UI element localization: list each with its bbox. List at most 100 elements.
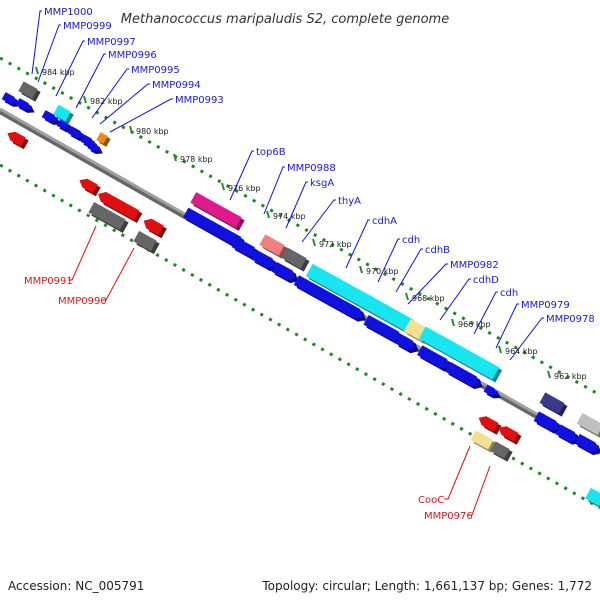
kbp-tick-label: 980 kbp <box>136 127 169 136</box>
forward-label-text: MMP0995 <box>131 65 180 76</box>
forward-gene-arrow-face <box>574 433 599 453</box>
kbp-tick-mark <box>83 95 87 104</box>
forward-gene-label: MMP0996 <box>75 50 157 109</box>
gene-features <box>1 81 600 508</box>
kbp-tick-mark <box>451 318 455 327</box>
forward-gene-arrow-face <box>183 207 244 247</box>
forward-gene-arrow-face <box>293 275 363 319</box>
kbp-tick: 962 kbp <box>547 370 587 381</box>
forward-label-leader <box>109 98 173 133</box>
forward-label-text: MMP0982 <box>450 260 499 271</box>
kbp-tick-mark <box>405 292 409 301</box>
forward-label-text: MMP0996 <box>108 50 157 61</box>
kbp-tick-label: 970 kbp <box>366 267 399 276</box>
forward-label-leader <box>37 24 61 83</box>
forward-gene-arrow <box>395 333 419 354</box>
hypothetical-gene-box <box>490 441 513 462</box>
reverse-gene-arrow-face <box>478 416 499 432</box>
kbp-tick: 972 kbp <box>312 238 352 249</box>
reverse-label-leader <box>444 445 471 500</box>
reverse-gene-label: CooC <box>418 445 471 506</box>
hypothetical-gene-box <box>88 202 129 233</box>
forward-label-text: top6B <box>256 147 286 158</box>
reverse-label-leader <box>102 247 135 301</box>
forward-label-text: MMP0978 <box>546 314 595 325</box>
kbp-tick: 964 kbp <box>498 345 538 356</box>
kbp-tick-label: 968 kbp <box>412 294 445 303</box>
forward-label-text: MMP0993 <box>175 95 224 106</box>
forward-gene-arrow-face <box>395 333 416 351</box>
forward-gene-label: MMP0982 <box>407 260 499 305</box>
forward-gene-arrow-face <box>483 384 498 396</box>
kbp-tick-label: 966 kbp <box>458 320 491 329</box>
forward-gene-arrow <box>271 261 299 284</box>
kbp-tick-mark <box>35 66 39 75</box>
forward-label-leader <box>263 166 285 215</box>
cyan-gene-box-face <box>418 326 500 380</box>
forward-gene-arrow <box>417 345 453 372</box>
forward-gene-label: MMP0978 <box>509 314 595 361</box>
forward-gene-arrow <box>183 207 247 250</box>
cyan-gene-box <box>53 104 74 125</box>
forward-label-leader <box>439 278 471 321</box>
kbp-tick-mark <box>547 370 551 379</box>
forward-label-leader <box>75 53 106 109</box>
hypothetical-gene-box-face <box>133 230 157 252</box>
forward-gene-label: MMP1000 <box>31 7 93 75</box>
forward-label-leader <box>55 40 85 97</box>
reverse-label-text: MMP0976 <box>424 511 473 522</box>
navy-gene-box-face <box>539 392 565 414</box>
forward-label-text: ksgA <box>310 178 334 189</box>
forward-gene-arrow-face <box>1 92 18 104</box>
forward-label-text: cdhD <box>473 275 499 286</box>
forward-gene-arrow-face <box>445 361 480 387</box>
cyan-gene-box <box>585 487 600 508</box>
kbp-tick-label: 972 kbp <box>319 240 352 249</box>
forward-gene-arrow <box>293 275 366 322</box>
kbp-tick-mark <box>359 265 363 274</box>
forward-label-text: thyA <box>338 196 361 207</box>
cyan-gene-box <box>305 263 418 336</box>
cyan-gene-box <box>418 326 503 383</box>
forward-gene-arrow <box>574 433 600 456</box>
forward-label-text: MMP1000 <box>44 7 93 18</box>
orange-gene-box-face <box>96 132 108 144</box>
kbp-tick-label: 974 kbp <box>273 212 306 221</box>
reverse-gene-arrow <box>478 416 502 435</box>
forward-gene-label: MMP0997 <box>55 37 136 97</box>
kbp-tick: 980 kbp <box>129 125 169 136</box>
kbp-tick-mark <box>173 153 177 162</box>
forward-gene-arrow-face <box>363 314 402 342</box>
kbp-tick-label: 978 kbp <box>180 155 213 164</box>
reverse-gene-label: MMP0990 <box>58 247 135 307</box>
magenta-gene-box-face <box>190 192 242 228</box>
kbp-tick-mark <box>498 345 502 354</box>
kbp-tick: 976 kbp <box>221 182 261 193</box>
forward-gene-arrow-face <box>231 237 257 257</box>
forward-gene-arrow <box>41 110 61 125</box>
forward-gene-arrow <box>231 237 260 260</box>
light-gray-gene-box-face <box>576 412 600 436</box>
orange-gene-box <box>96 132 111 147</box>
kbp-tick: 984 kbp <box>35 66 75 77</box>
forward-gene-arrow-face <box>533 411 559 431</box>
reverse-gene-label: MMP0991 <box>24 225 97 287</box>
kbp-tick-mark <box>266 210 270 219</box>
forward-gene-arrow-face <box>41 110 58 122</box>
forward-gene-arrow <box>87 141 103 154</box>
cyan-gene-box-face <box>53 104 71 122</box>
forward-label-leader <box>301 199 336 243</box>
map-title: Methanococcus maripaludis S2, complete g… <box>121 12 449 27</box>
forward-label-text: cdhA <box>372 216 397 227</box>
forward-gene-arrow <box>533 411 562 434</box>
forward-label-text: cdh <box>402 235 420 246</box>
forward-gene-label: MMP0988 <box>263 163 336 215</box>
reverse-gene-label: MMP0976 <box>424 465 491 522</box>
forward-label-leader <box>473 291 498 335</box>
gene-labels: MMP1000MMP0999MMP0997MMP0996MMP0995MMP09… <box>24 7 595 522</box>
forward-gene-label: ksgA <box>285 178 334 229</box>
forward-label-text: cdh <box>500 288 518 299</box>
genome-summary-text: Topology: circular; Length: 1,661,137 bp… <box>262 579 592 593</box>
forward-label-leader <box>395 248 423 293</box>
